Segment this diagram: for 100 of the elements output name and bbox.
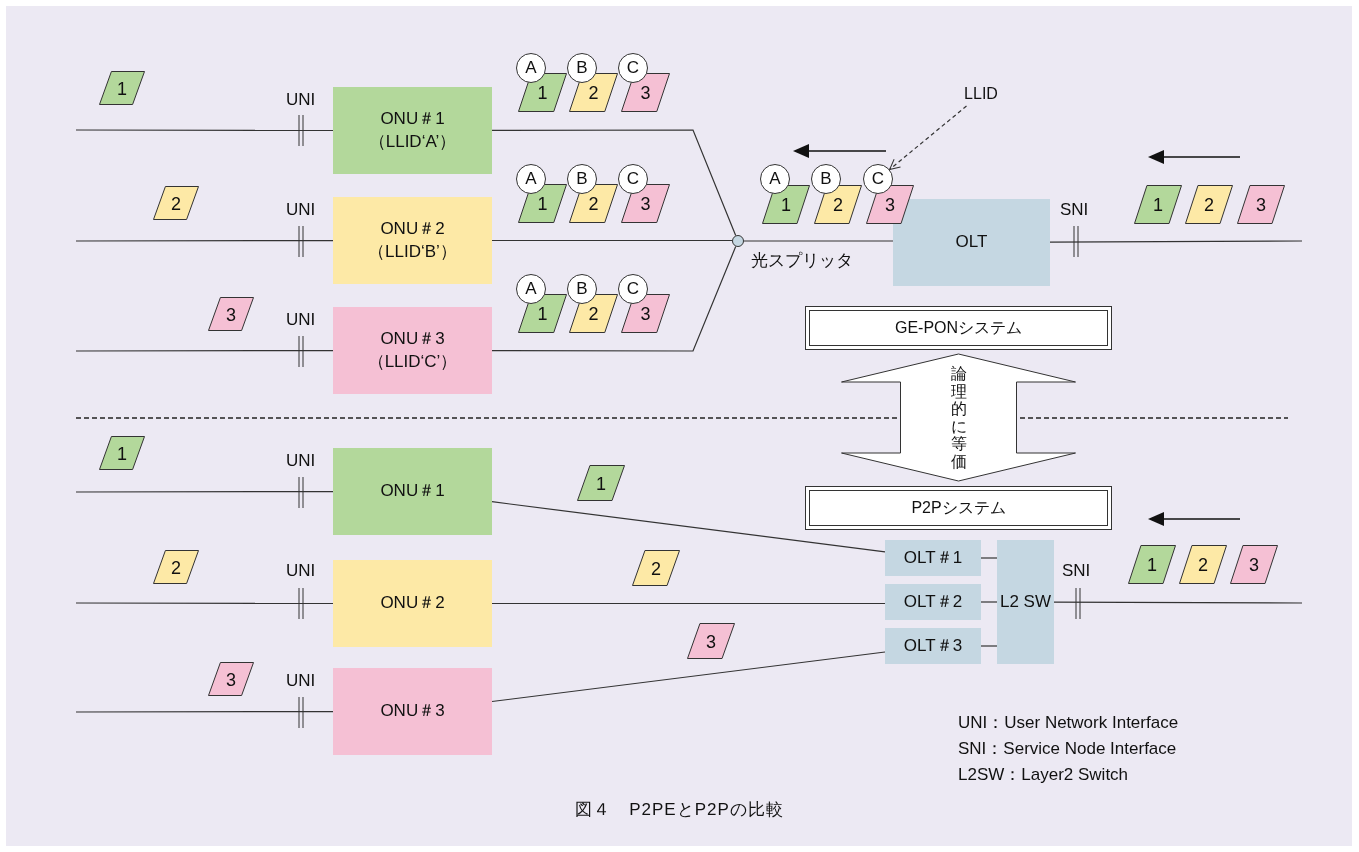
packet-number: 2 xyxy=(171,192,181,216)
box-label: OLT＃3 xyxy=(903,634,963,657)
packet-number: 2 xyxy=(171,556,181,580)
box-label: L2 SW xyxy=(1000,590,1051,613)
packet-number: 2 xyxy=(588,82,599,106)
box-label: OLT＃1 xyxy=(903,546,963,569)
packet-tag xyxy=(1185,185,1233,224)
packet-number: 2 xyxy=(588,193,599,217)
interface-label: UNI xyxy=(286,561,316,581)
network-box xyxy=(333,307,492,394)
fiber-line xyxy=(75,711,334,713)
packet-tag xyxy=(621,73,670,112)
packet-tag xyxy=(208,662,254,696)
fiber-line xyxy=(75,602,334,604)
packet-number: 2 xyxy=(833,194,843,218)
fiber-line xyxy=(743,240,894,242)
box-label: （LLID‘A’） xyxy=(368,130,457,153)
llid-letter: B xyxy=(576,56,588,79)
box-label: OLT xyxy=(955,231,988,254)
packet-number: 3 xyxy=(1249,554,1259,578)
packet-number: 1 xyxy=(537,303,548,327)
packet-number: 2 xyxy=(651,557,661,581)
fiber-line xyxy=(491,651,886,703)
interface-label: UNI xyxy=(286,200,316,220)
interface-label: UNI xyxy=(286,671,316,691)
network-box xyxy=(893,199,1050,286)
packet-number: 2 xyxy=(1204,194,1214,218)
packet-tag xyxy=(208,297,254,331)
fiber-line xyxy=(75,240,334,242)
packet-number: 3 xyxy=(640,193,651,217)
interface-label: SNI xyxy=(1060,200,1089,220)
network-box xyxy=(885,540,981,576)
interface-label: UNI xyxy=(286,451,316,471)
packet-tag xyxy=(569,73,618,112)
packet-tag xyxy=(99,71,145,105)
network-box xyxy=(885,628,981,664)
packet-number: 2 xyxy=(1198,554,1208,578)
packet-tag xyxy=(1179,545,1227,584)
box-label: ONU＃3 xyxy=(380,328,445,351)
fiber-line xyxy=(75,491,334,493)
packet-tag xyxy=(518,73,567,112)
fiber-line xyxy=(980,557,998,559)
packet-tag xyxy=(1230,545,1278,584)
llid-letter: B xyxy=(820,167,832,190)
packet-number: 3 xyxy=(226,668,236,692)
packet-number: 1 xyxy=(781,194,791,218)
leader-line xyxy=(889,105,968,171)
fiber-line xyxy=(491,602,886,605)
packet-tag xyxy=(632,550,680,586)
system-title-box xyxy=(805,306,1112,350)
packet-tag xyxy=(518,294,567,333)
double-block-arrow xyxy=(841,353,1076,482)
box-label: ONU＃1 xyxy=(380,108,445,131)
packet-number: 3 xyxy=(706,630,716,654)
packet-number: 3 xyxy=(226,303,236,327)
llid-letter: C xyxy=(626,277,640,300)
interface-label: UNI xyxy=(286,90,316,110)
packet-tag xyxy=(621,184,670,223)
fiber-line xyxy=(491,129,737,236)
llid-letter: A xyxy=(525,56,537,79)
packet-number: 1 xyxy=(596,472,606,496)
packet-tag xyxy=(621,294,670,333)
network-box xyxy=(333,668,492,755)
edge-label: 論理的に等価 xyxy=(950,365,967,471)
packet-number: 3 xyxy=(640,303,651,327)
box-label: ONU＃3 xyxy=(380,700,445,723)
packet-tag xyxy=(814,185,862,224)
packet-tag xyxy=(1134,185,1182,224)
packet-tag xyxy=(762,185,810,224)
fiber-line xyxy=(980,645,998,647)
fiber-line xyxy=(75,350,334,352)
network-box xyxy=(333,87,492,174)
llid-letter: A xyxy=(525,277,537,300)
packet-number: 2 xyxy=(588,303,599,327)
network-box xyxy=(333,197,492,284)
packet-number: 1 xyxy=(1147,554,1157,578)
legend-text: SNI：Service Node Interface xyxy=(958,738,1177,760)
box-label: （LLID‘B’） xyxy=(368,240,457,263)
llid-letter: C xyxy=(626,56,640,79)
box-label: P2Pシステム xyxy=(911,497,1006,518)
packet-tag xyxy=(569,184,618,223)
llid-letter: A xyxy=(769,167,781,190)
llid-letter: B xyxy=(576,277,588,300)
llid-letter: B xyxy=(576,167,588,190)
network-box xyxy=(997,540,1054,664)
packet-tag xyxy=(569,294,618,333)
network-box xyxy=(333,560,492,647)
packet-tag xyxy=(687,623,735,659)
packet-tag xyxy=(866,185,914,224)
llid-letter: C xyxy=(626,167,640,190)
packet-tag xyxy=(153,550,199,584)
packet-number: 3 xyxy=(1256,194,1266,218)
llid-letter: A xyxy=(525,167,537,190)
box-label: ONU＃2 xyxy=(380,592,445,615)
legend-text: UNI：User Network Interface xyxy=(958,712,1179,734)
fiber-line xyxy=(1053,601,1303,604)
fiber-line xyxy=(75,129,334,131)
box-label: ONU＃2 xyxy=(380,218,445,241)
fiber-line xyxy=(980,601,998,603)
packet-number: 1 xyxy=(117,442,127,466)
